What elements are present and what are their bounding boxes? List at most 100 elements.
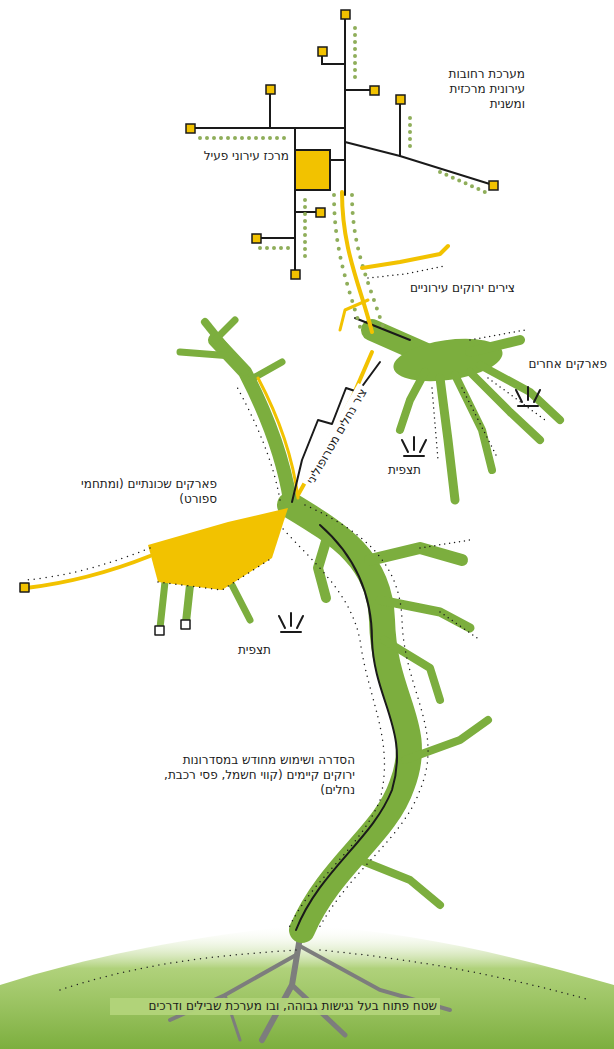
neighborhood-park [26,548,150,580]
green-corridor [275,505,488,930]
street-ends [252,234,261,243]
street-dots [200,28,485,262]
urban-green-axis [368,266,445,278]
green-branch [250,362,282,380]
neighborhood-parks-label: פארקים שכונתיים (ומתחמי ספורט) [70,476,220,508]
green-corridor [420,540,470,548]
urban-green-axis [334,192,448,334]
green-park-hub [440,378,455,500]
street-grid [399,102,401,156]
street-ends [186,124,195,133]
green-park-hub [470,340,520,352]
street-grid [345,89,372,91]
open-area [262,925,302,1040]
green-corridor [370,548,462,560]
street-ends [318,47,327,56]
green-corridor [384,640,440,700]
street-grid [330,159,345,161]
city-center-label: מרכז עירוני פעיל [196,148,292,165]
green-park-hub [470,330,525,340]
open-area [60,950,296,990]
street-ends [341,10,350,19]
neighborhood-park [26,556,150,588]
street-dots [260,246,290,250]
green-branch [236,385,280,500]
street-grid [258,237,295,239]
viewpoint-label: תצפית [372,462,424,479]
green-park-hub [400,372,425,430]
neighborhood-park [155,626,164,635]
stream-axis [298,352,372,495]
green-corridor [275,520,384,930]
street-ends [291,270,300,279]
street-grid [344,18,346,195]
urban-green-axis [334,195,362,334]
open-area [320,950,590,1000]
neighborhood-park [186,585,190,622]
green-corridor [290,505,409,930]
viewpoint-label: תצפית [222,642,274,659]
street-grid [294,128,296,272]
green-park-hub [455,375,492,470]
green-corridor [318,528,330,598]
green-park-hub [488,378,545,420]
green-park-hub [432,388,438,460]
street-grid [345,142,493,185]
street-ends [396,95,405,104]
street-grid [192,18,493,272]
open-area [0,925,614,1049]
urban-green-axis [340,300,368,330]
green-park-hub [391,333,505,388]
green-corridor [305,505,428,930]
open-area-label: שטח פתוח בעל נגישות גבוהה, ובו מערכת שבי… [110,998,440,1015]
open-area [0,925,614,1049]
viewpoint-symbol [279,613,303,632]
street-ends [316,208,325,217]
street-grid [192,127,345,129]
neighborhood-park [148,508,288,590]
green-axis-label: צירים ירוקים עירוניים [388,280,518,297]
street-ends [266,85,275,94]
green-branch [258,378,298,498]
street-grid [269,92,271,128]
green-park-hub [355,318,560,500]
street-dots [440,172,485,192]
street-dots [408,118,412,148]
green-corridor [440,612,480,640]
street-ends [489,181,498,190]
green-branch [180,352,232,356]
street-grid [295,150,330,190]
green-park-hub [462,388,496,455]
green-corridor [405,720,488,760]
urban-green-axis [362,246,448,268]
neighborhood-park [181,620,190,629]
neighborhood-park [20,508,288,635]
stream-axis [292,352,380,502]
neighborhood-park [20,583,29,592]
street-ends [186,10,498,279]
parks-label: פארקים אחרים [514,356,610,373]
viewpoint-symbol [516,387,540,406]
green-corridor [360,860,440,905]
neighborhood-park [160,582,165,628]
viewpoint-symbol [402,437,426,456]
viewpoint-symbol [279,387,540,632]
street-system-label: מערכת רחובות עירונית מרכזית ומשנית [408,66,528,113]
green-corridor [296,525,397,930]
green-park-hub [355,318,410,340]
stream-axis-label: ציר נחלים מטרופוליני [301,383,373,490]
green-branch [215,320,235,340]
neighborhood-park [158,558,272,590]
urban-green-axis [342,192,372,332]
street-dots [200,136,288,140]
corridor-reuse-label: הסדרה ושימוש מחודש במסדרונות ירוקים קיימ… [150,752,358,799]
urban-green-axis [352,195,384,330]
neighborhood-park [232,585,250,620]
street-dots [303,200,307,262]
green-branch [180,320,298,500]
street-ends [370,86,379,95]
stream-axis [292,362,380,502]
